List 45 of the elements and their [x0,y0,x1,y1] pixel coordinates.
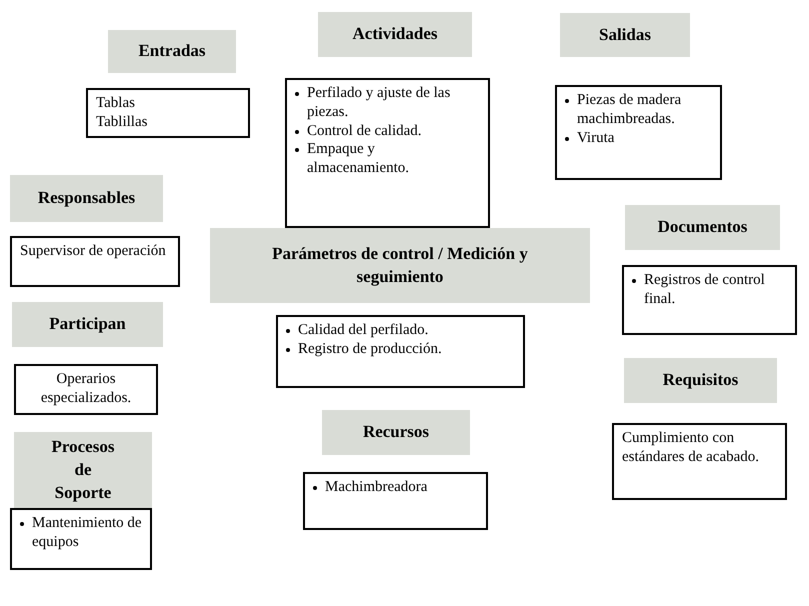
list-item: Calidad del perfilado. [298,321,428,340]
header-text: Actividades [352,23,438,46]
box-text: Tablillas [96,112,148,132]
content-box [14,364,158,415]
content-box [86,88,250,138]
list-item: Mantenimiento de equipos [32,514,142,552]
header-text: Recursos [362,421,430,444]
content-box [10,508,152,570]
content-box [10,236,180,287]
header-text: Parámetros de control / Medición y seguimiento [271,242,529,288]
content-box [622,265,797,335]
section-header [625,205,780,250]
header-text: Documentos [658,216,748,238]
content-box [555,85,722,180]
list-item: Registro de producción. [298,340,442,358]
content-box [285,78,490,228]
section-header [318,12,472,57]
header-text: Responsables [38,187,136,210]
list-item: Machimbreadora [325,478,428,497]
section-header [560,13,690,57]
content-box [276,315,525,388]
header-text: Participan [49,313,126,336]
header-text: Entradas [138,40,206,62]
section-header [108,30,236,73]
list-item: Piezas de madera machimbreadas. [577,91,682,128]
content-box [612,423,787,500]
section-header [624,358,777,403]
list-item: Control de calidad. [307,122,422,140]
list-item: Perfilado y ajuste de las piezas. [307,84,452,122]
section-header [14,432,152,509]
header-text: Requisitos [662,369,738,392]
section-header [12,302,163,347]
section-header [210,228,590,303]
box-text: Operarios especializados. [40,370,132,408]
box-text: Cumplimiento con estándares de acabado. [622,429,760,466]
section-header [10,175,163,222]
box-text: Supervisor de operación [20,242,167,261]
list-item: Empaque y almacenamiento. [307,140,410,178]
box-text: Tablas [96,94,136,113]
content-box [303,472,488,530]
section-header [322,410,470,455]
header-text: Salidas [599,24,651,46]
list-item: Viruta [577,128,614,148]
header-text: Procesos de Soporte [50,436,116,504]
list-item: Registros de control final. [644,271,766,308]
